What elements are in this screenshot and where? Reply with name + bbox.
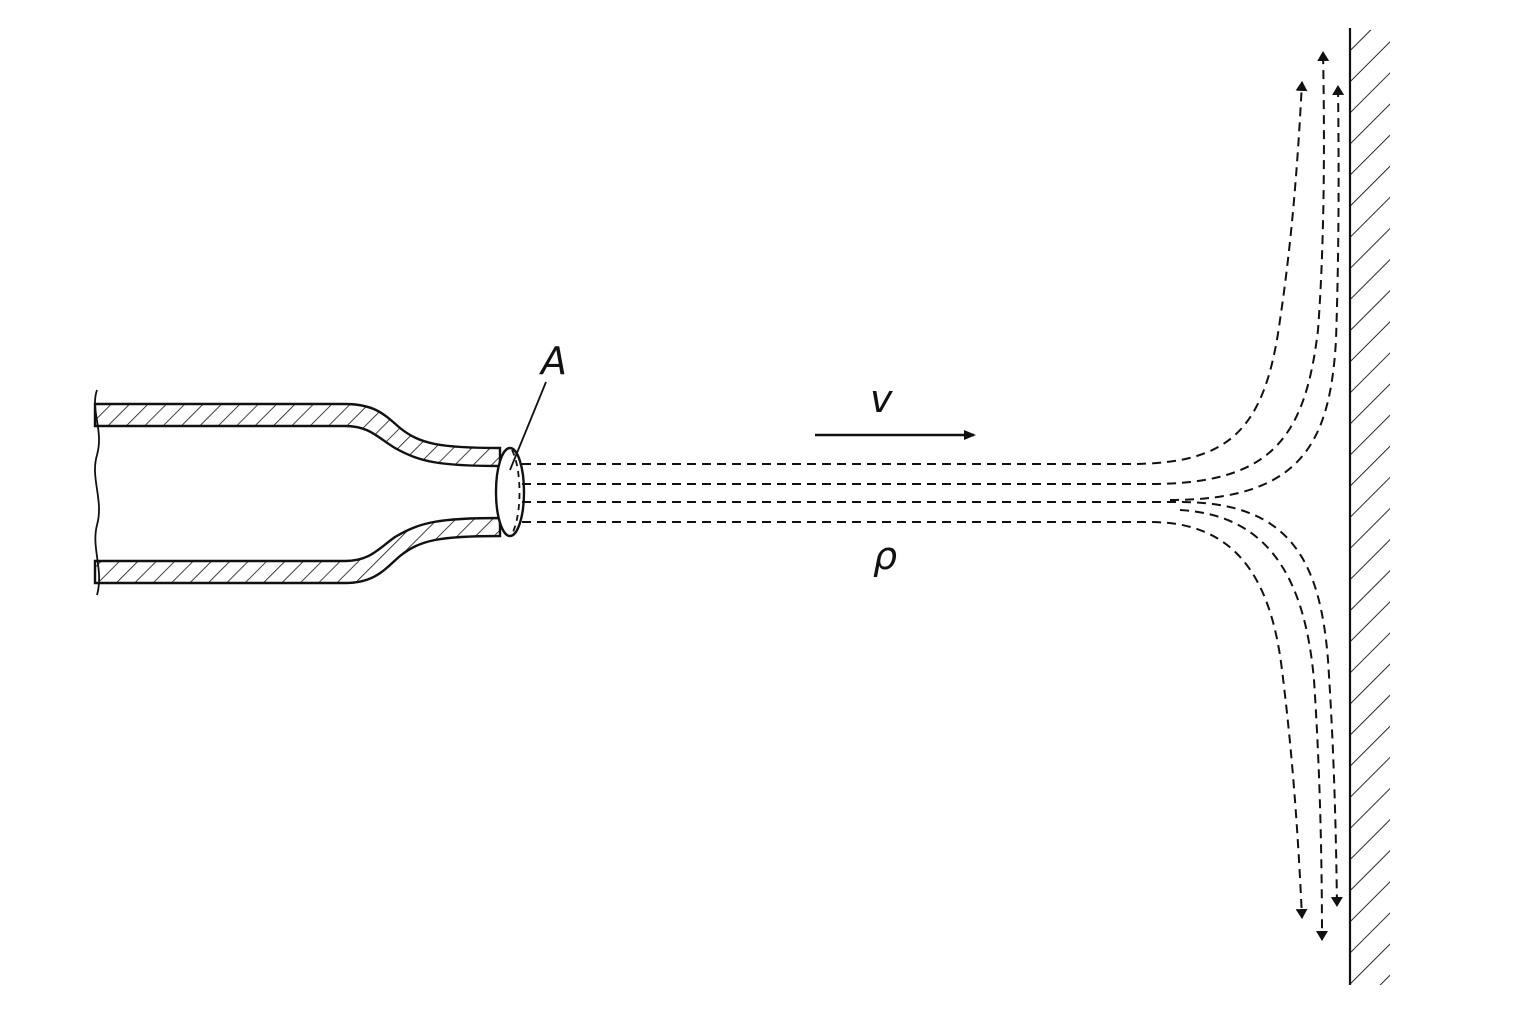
streamline-upper-wall <box>1169 85 1345 501</box>
wall-hatching <box>1350 30 1390 985</box>
wall <box>1348 20 1430 995</box>
nozzle-exit-opening <box>494 446 526 538</box>
nozzle <box>93 389 526 596</box>
nozzle-bottom-wall <box>93 516 502 585</box>
area-leader-line <box>509 381 547 471</box>
nozzle-top-wall <box>93 402 502 468</box>
velocity-indicator: v <box>815 377 976 440</box>
velocity-label: v <box>870 377 893 421</box>
streamline-lower-middle <box>1179 509 1328 941</box>
streamline-lower-outer <box>522 521 1308 919</box>
jet-streamlines <box>522 51 1345 941</box>
pipe-break-line <box>94 389 101 596</box>
streamline-lower-inner <box>522 501 1343 907</box>
area-label: A <box>538 339 567 383</box>
density-label: ρ <box>873 534 897 578</box>
area-label-group: A <box>509 339 567 471</box>
wall-hatch-mask <box>1390 20 1430 995</box>
streamline-upper-outer <box>522 81 1308 465</box>
nozzle-exit-hidden-edge <box>511 449 521 535</box>
streamline-upper-inner <box>522 51 1330 485</box>
